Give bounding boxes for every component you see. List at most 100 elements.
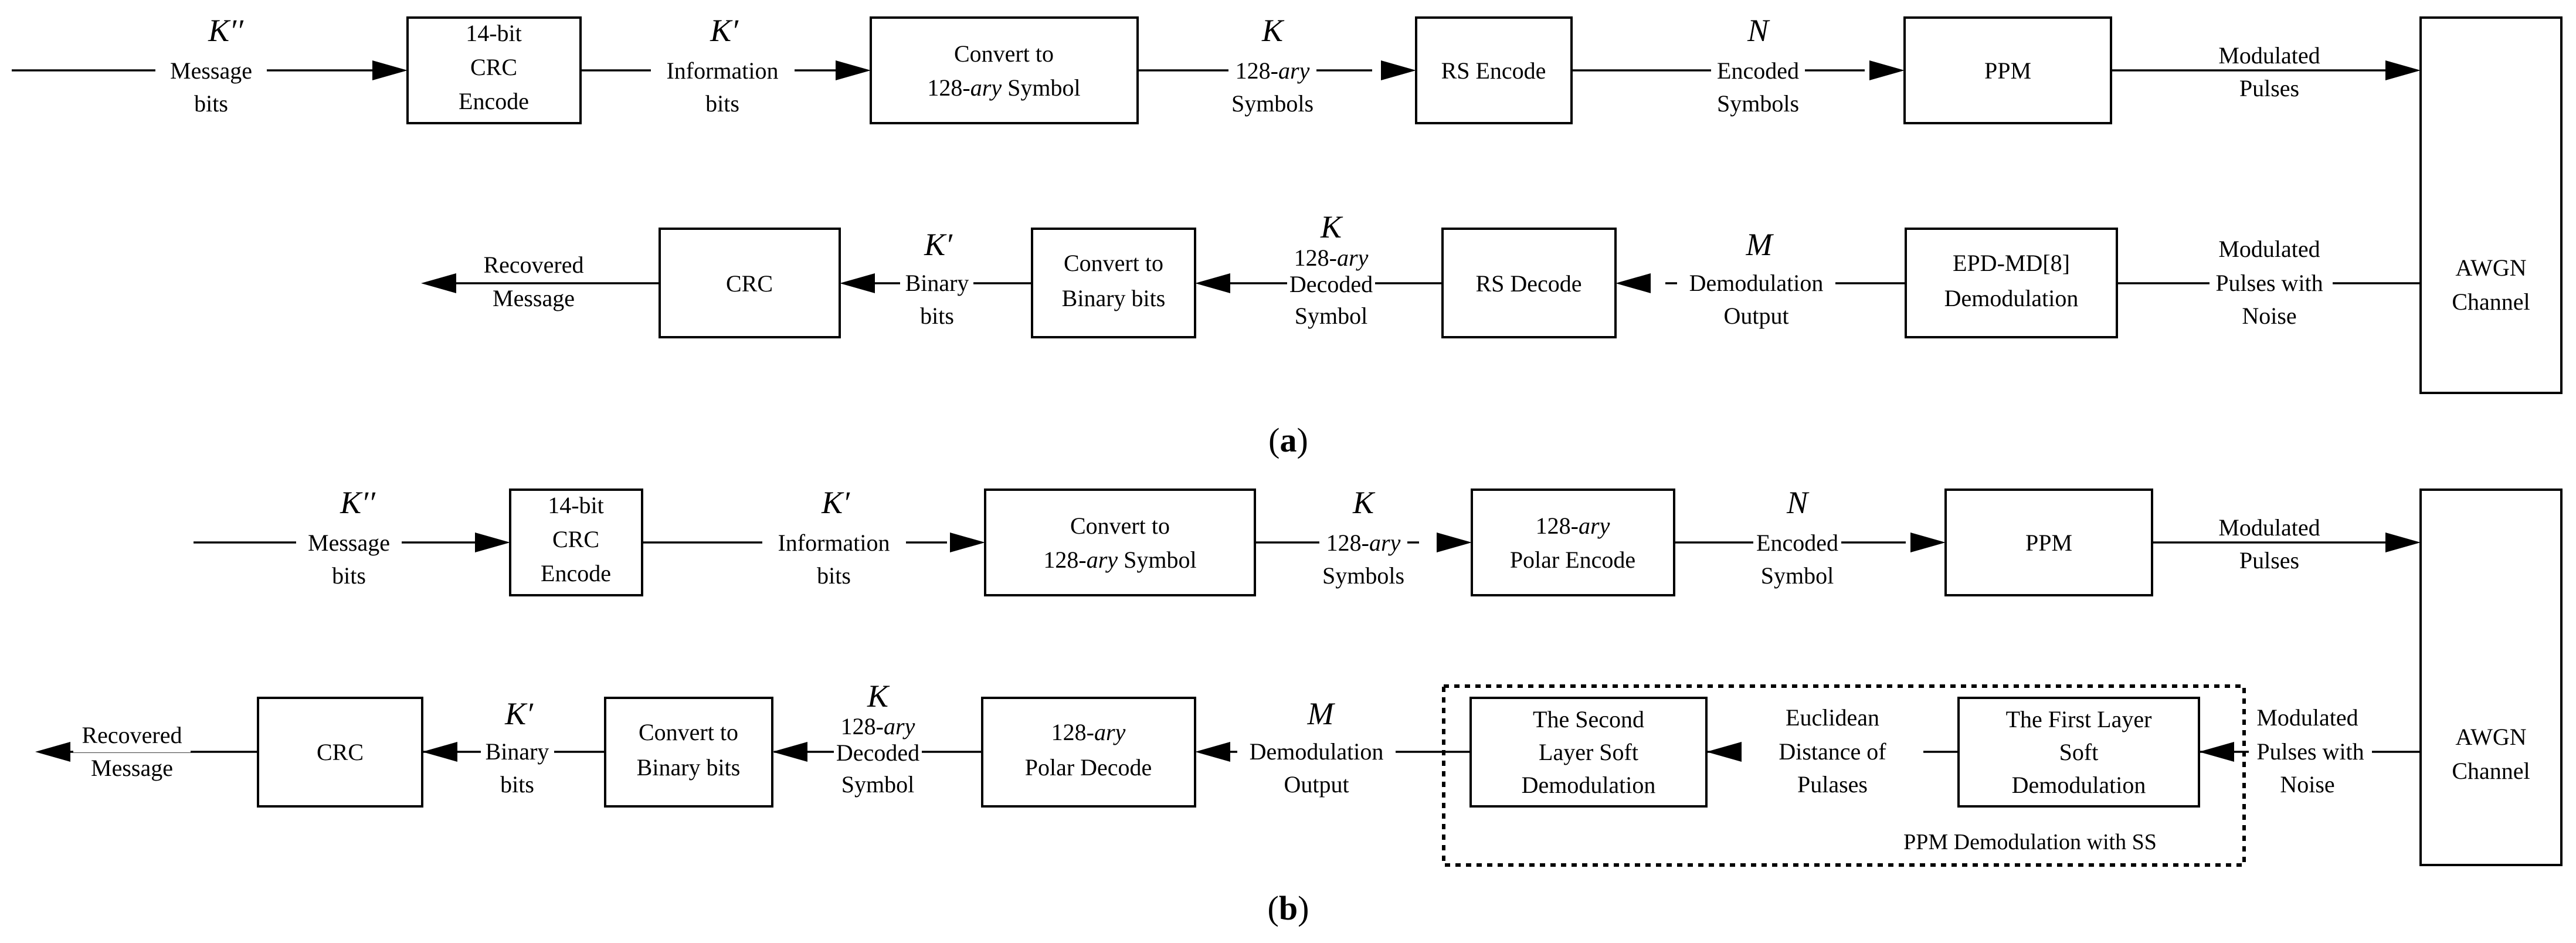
wire-label: bits (500, 771, 534, 798)
wire-label: Encoded (1756, 530, 1838, 556)
wire-label: Encoded (1717, 57, 1799, 84)
block-label: Convert to (639, 719, 738, 745)
wire-label: Demodulation (1250, 738, 1384, 765)
noisy-pulses-label: Modulated Pulses with Noise (2249, 704, 2372, 798)
symbol-k-double-prime: K′′ (208, 13, 244, 48)
block-label: 128-ary (1051, 719, 1126, 745)
wire-label: Symbols (1231, 90, 1314, 117)
symbol-n: N (1786, 485, 1810, 520)
arrow-head (2385, 60, 2421, 80)
wire-label: Euclidean (1786, 704, 1879, 731)
wire-label: Decoded (1289, 271, 1373, 297)
symbol-k-prime: K′ (924, 227, 953, 262)
wire-label: Pulses (2239, 75, 2299, 101)
block-label: 128-ary Symbol (1043, 547, 1196, 573)
wire-label: Output (1284, 771, 1349, 798)
decoded-symbol-label: K 128-ary Decoded Symbol (834, 679, 922, 798)
recovered-message-label: Recovered Message (483, 252, 583, 311)
block-label: Binary bits (637, 754, 741, 781)
crc-block: CRC (659, 228, 841, 338)
arrow-head (475, 532, 510, 552)
wire-label: Decoded (836, 740, 919, 766)
wire-label: bits (194, 90, 228, 117)
arrow-head (840, 273, 875, 293)
arrow-head (2385, 532, 2421, 552)
epd-md-demodulation-block: EPD-MD[8] Demodulation (1905, 228, 2118, 338)
arrow-head (1195, 273, 1230, 293)
wire-label: Recovered (82, 722, 182, 748)
symbols-128-label: K 128-ary Symbols (1319, 485, 1407, 589)
symbol-k: K (1320, 209, 1343, 245)
wire-label: 128-ary (1236, 57, 1310, 84)
panel-b-caption: (b) (1268, 889, 1309, 927)
wire-label: Demodulation (1689, 270, 1824, 296)
wire-label: Modulated (2218, 514, 2320, 541)
arrow-head (372, 60, 408, 80)
wire-label: Pulases (1797, 771, 1868, 798)
polar-decode-block: 128-ary Polar Decode (981, 697, 1196, 808)
block-label: CRC (726, 270, 773, 297)
block-label: EPD-MD[8] (1953, 250, 2070, 276)
binary-bits-label: K′ Binary bits (900, 227, 973, 329)
symbol-k: K (1352, 485, 1376, 520)
symbol-m: M (1307, 696, 1336, 731)
block-label: 128-ary Symbol (927, 74, 1080, 101)
wire-label: Binary (905, 270, 969, 296)
group-label: PPM Demodulation with SS (1903, 830, 2157, 854)
panel-a-caption: (a) (1268, 421, 1308, 459)
block-label: Demodulation (2012, 772, 2146, 798)
awgn-channel-block: AWGN Channel (2419, 16, 2563, 394)
arrow-head (1437, 532, 1472, 552)
wire-label: Message (91, 755, 173, 781)
block-label: PPM (1984, 57, 2031, 84)
demodulation-output-label: M Demodulation Output (1237, 696, 1396, 798)
arrow-head (422, 742, 457, 762)
symbol-m: M (1746, 227, 1774, 262)
second-layer-soft-demodulation-block: The Second Layer Soft Demodulation (1469, 697, 1708, 808)
block-label: Channel (2452, 289, 2530, 315)
wire-label: Pulses with (2256, 738, 2364, 765)
wire-label: 128-ary (841, 713, 915, 740)
arrow-head (2199, 742, 2234, 762)
ppm-block: PPM (1903, 16, 2112, 124)
block-label: CRC (552, 526, 599, 552)
symbol-n: N (1747, 13, 1770, 48)
wire-label: Symbol (1761, 562, 1834, 589)
modulated-pulses-label: Modulated Pulses (2208, 42, 2331, 101)
block-label: 14-bit (466, 20, 522, 46)
wire-label: 128-ary (1326, 530, 1401, 556)
arrow-head (1910, 532, 1946, 552)
convert-to-binary-block: Convert to Binary bits (1031, 228, 1196, 338)
block-label: AWGN (2455, 255, 2526, 281)
panel-a: 14-bit CRC Encode Convert to 128-ary Sym… (12, 13, 2563, 459)
noisy-pulses-label: Modulated Pulses with Noise (2210, 236, 2333, 329)
arrow-head (1615, 273, 1651, 293)
symbol-k: K (1261, 13, 1285, 48)
wire-label: Information (778, 530, 890, 556)
wire-label: Message (493, 285, 575, 311)
symbol-k-prime: K′ (504, 696, 534, 731)
arrow-head (1381, 60, 1416, 80)
wire-label: Information (666, 57, 778, 84)
block-label: The First Layer (2006, 706, 2152, 732)
message-bits-label: K′′ Message bits (155, 13, 267, 117)
rs-encode-block: RS Encode (1415, 16, 1573, 124)
symbols-128-label: K 128-ary Symbols (1228, 13, 1316, 117)
wire-label: Pulses with (2215, 270, 2323, 296)
wire-label: Modulated (2256, 704, 2358, 731)
block-label: Encode (459, 88, 529, 114)
encoded-symbol-label: N Encoded Symbol (1753, 485, 1841, 589)
block-label: Convert to (1064, 250, 1163, 276)
crc-encode-block: 14-bit CRC Encode (509, 489, 643, 596)
arrow-head (1195, 742, 1230, 762)
block-label: RS Decode (1475, 270, 1581, 297)
block-label: Layer Soft (1539, 739, 1638, 765)
panel-a-tx-arrows (372, 60, 2421, 80)
message-bits-label: K′′ Message bits (296, 485, 402, 589)
polar-encode-block: 128-ary Polar Encode (1471, 489, 1675, 596)
block-label: Convert to (954, 40, 1054, 67)
modulated-pulses-label: Modulated Pulses (2208, 514, 2331, 574)
panel-b-rx-arrows (35, 742, 2234, 762)
panel-b: 14-bit CRC Encode Convert to 128-ary Sym… (35, 485, 2563, 927)
